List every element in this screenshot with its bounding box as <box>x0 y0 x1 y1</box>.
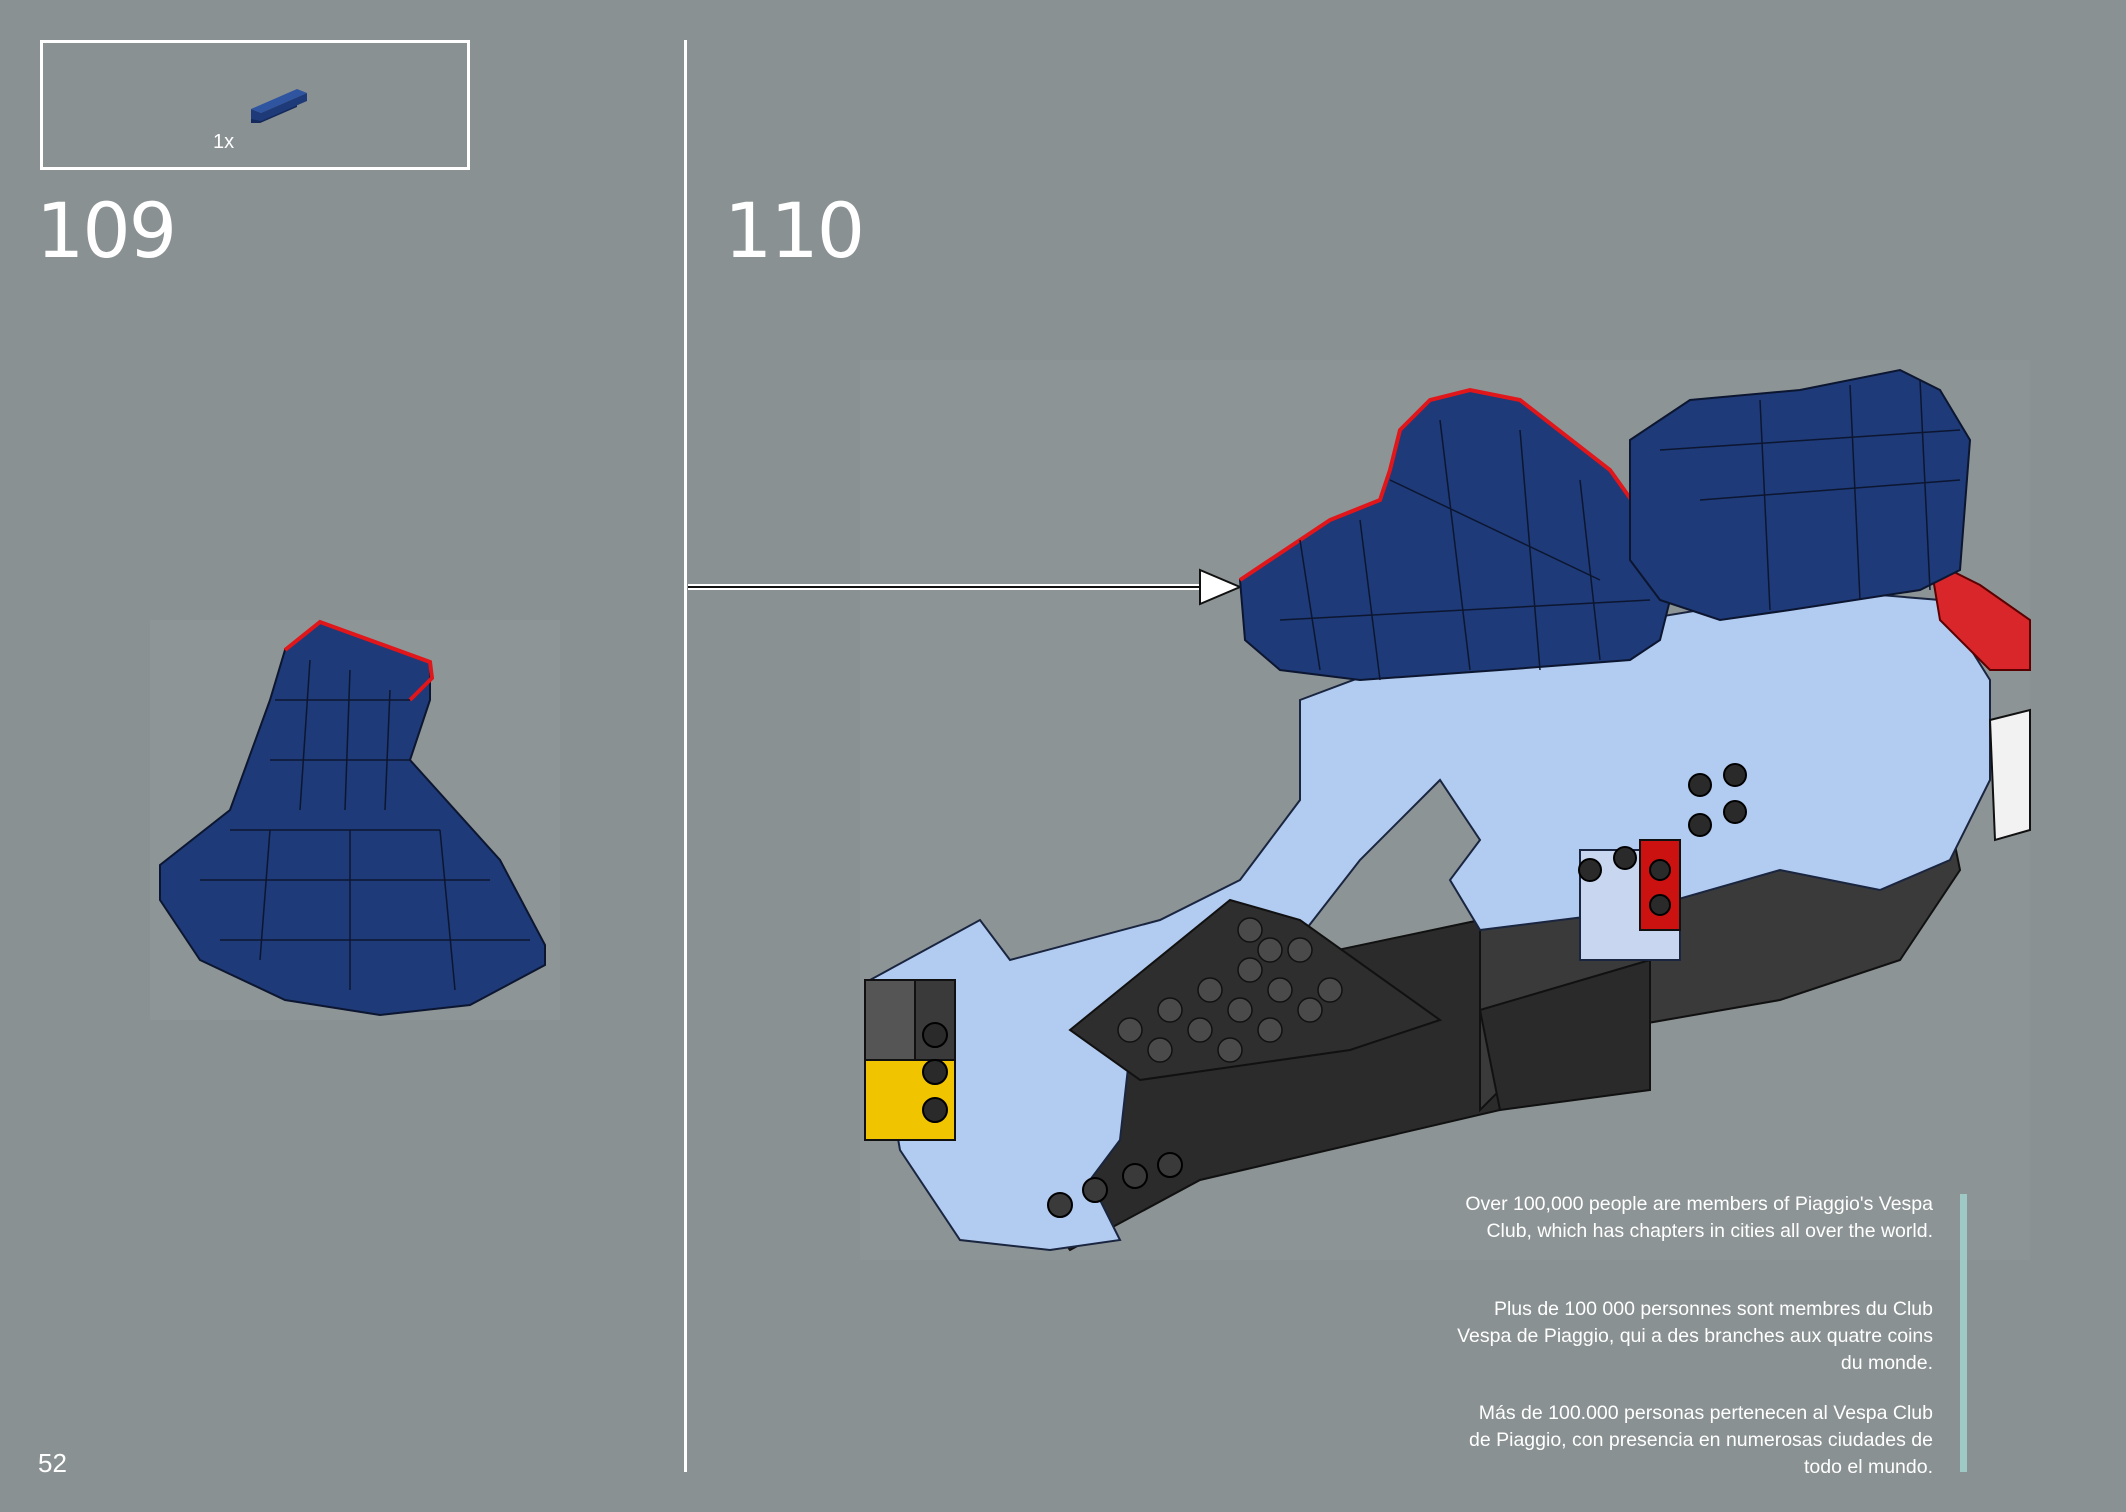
parts-callout: 1x <box>40 40 470 170</box>
note-accent-bar <box>1960 1194 1967 1472</box>
scooter-model <box>864 368 2031 1252</box>
placement-arrow <box>688 568 1243 606</box>
tile-part-icon <box>251 89 307 123</box>
step-divider <box>684 40 687 1472</box>
fact-note-english: Over 100,000 people are members of Piagg… <box>1465 1193 1933 1242</box>
step-number-109: 109 <box>36 186 177 275</box>
seat-subassembly <box>159 619 546 1017</box>
part-quantity: 1x <box>213 131 235 153</box>
page-number: 52 <box>38 1448 67 1478</box>
step-number-110: 110 <box>724 186 865 275</box>
deck-studs <box>1117 917 1343 1063</box>
fact-note-french: Plus de 100 000 personnes sont membres d… <box>1457 1298 1933 1374</box>
fact-note-spanish: Más de 100.000 personas pertenecen al Ve… <box>1469 1402 1933 1478</box>
